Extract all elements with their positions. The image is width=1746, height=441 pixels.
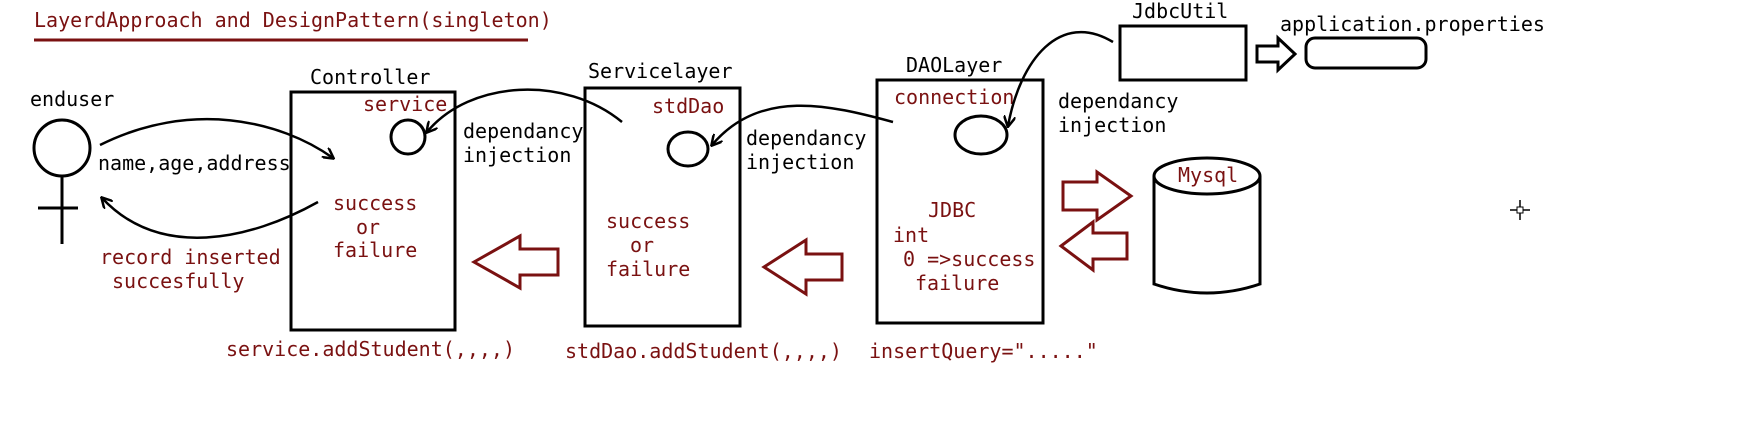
mysql-label: Mysql <box>1178 163 1238 187</box>
properties-file-label: application.properties <box>1280 12 1545 36</box>
daolayer-tech-label: JDBC <box>928 198 976 222</box>
mysql-database-icon <box>1152 156 1262 295</box>
jdbcutil-reads-arrow <box>1255 34 1298 74</box>
controller-box <box>289 90 457 332</box>
result-flow-arrow-to-controller <box>470 233 560 291</box>
servicelayer-call: stdDao.addStudent(,,,,) <box>565 339 842 363</box>
servicelayer-field-label: stdDao <box>652 94 724 118</box>
dao-injection-arrow <box>712 104 894 145</box>
response-arrow <box>102 198 319 239</box>
daolayer-success-label: 0 =>success <box>903 247 1035 271</box>
servicelayer-dao-object <box>666 130 710 168</box>
daolayer-connection-object <box>953 114 1009 156</box>
dao-injection-line1: dependancy <box>746 126 866 150</box>
service-injection-arrow <box>427 88 623 132</box>
daolayer-field-label: connection <box>894 85 1014 109</box>
controller-result-line2: or <box>356 215 380 239</box>
daolayer-query: insertQuery="....." <box>869 339 1098 363</box>
daolayer-failure-label: failure <box>915 271 999 295</box>
controller-result-line3: failure <box>333 238 417 262</box>
controller-result-line1: success <box>333 191 417 215</box>
service-injection-line1: dependancy <box>463 119 583 143</box>
dao-injection-line2: injection <box>746 150 854 174</box>
controller-call: service.addStudent(,,,,) <box>226 337 515 361</box>
controller-service-object <box>389 118 427 156</box>
connection-injection-arrow <box>1008 30 1114 126</box>
connection-injection-line1: dependancy <box>1058 89 1178 113</box>
servicelayer-result-line3: failure <box>606 257 690 281</box>
result-flow-arrow-to-service <box>761 237 844 297</box>
query-to-db-arrow <box>1061 169 1134 223</box>
controller-field-label: service <box>363 92 447 116</box>
daolayer-label: DAOLayer <box>906 53 1002 77</box>
servicelayer-result-line2: or <box>630 233 654 257</box>
enduser-figure-icon <box>32 118 92 244</box>
jdbcutil-label: JdbcUtil <box>1132 0 1228 23</box>
service-injection-line2: injection <box>463 143 571 167</box>
servicelayer-box <box>583 86 742 328</box>
connection-injection-line2: injection <box>1058 113 1166 137</box>
request-arrow <box>99 117 333 158</box>
jdbcutil-box <box>1118 24 1248 82</box>
response-label-line1: record inserted <box>100 245 281 269</box>
result-from-db-arrow <box>1058 219 1129 273</box>
servicelayer-label: Servicelayer <box>588 59 733 83</box>
controller-label: Controller <box>310 65 430 89</box>
daolayer-int-label: int <box>893 223 929 247</box>
servicelayer-result-line1: success <box>606 209 690 233</box>
daolayer-box <box>875 78 1045 325</box>
request-data-label: name,age,address <box>98 151 291 175</box>
cursor-crosshair-icon <box>1510 200 1530 220</box>
properties-file-box <box>1304 36 1428 70</box>
enduser-label: enduser <box>30 87 114 111</box>
diagram-title: LayerdApproach and DesignPattern(singlet… <box>34 8 552 32</box>
response-label-line2: succesfully <box>112 269 244 293</box>
